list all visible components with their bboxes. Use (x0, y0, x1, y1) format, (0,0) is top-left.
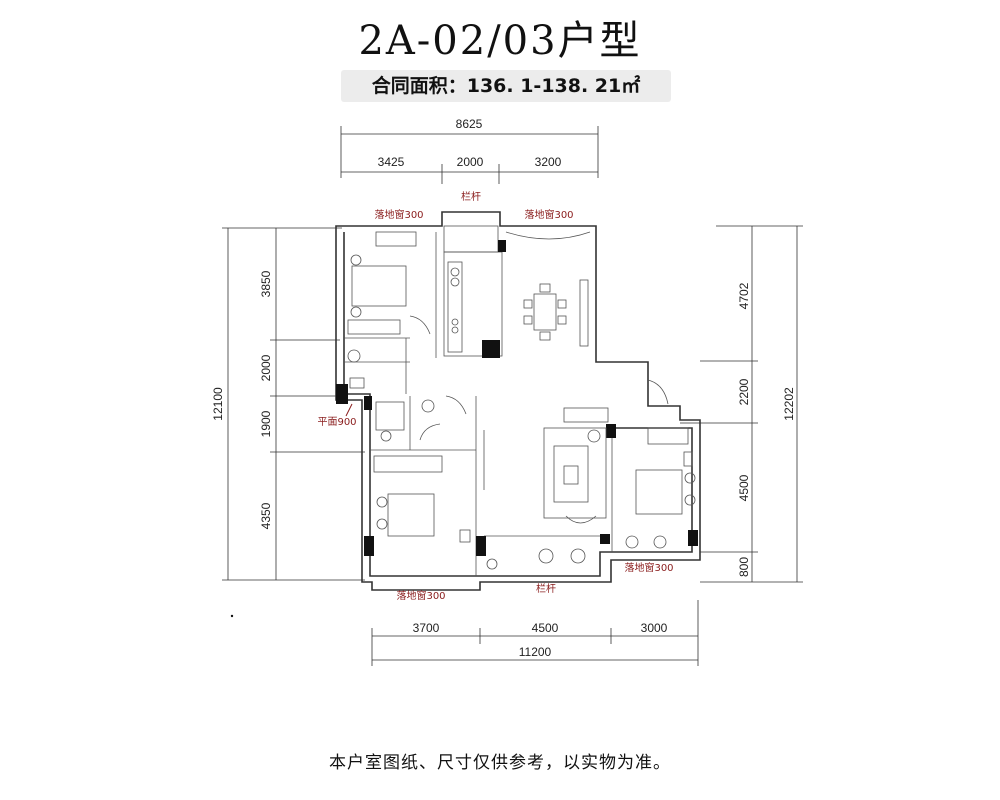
label-railing-top: 栏杆 (461, 190, 481, 203)
top-dimensions (340, 126, 599, 184)
dim-top-total: 8625 (456, 117, 483, 131)
plan-title: 2A-02/03户型 (358, 18, 642, 64)
stray-dot (230, 614, 234, 618)
dim-bottom-seg-1: 3700 (413, 621, 440, 635)
dim-right-total: 12202 (782, 387, 796, 421)
flat-window-leader (345, 403, 353, 417)
dim-right-seg-4: 800 (737, 557, 751, 577)
dim-right-seg-3: 4500 (737, 474, 751, 501)
dim-left-seg-2: 2000 (259, 354, 273, 381)
bottom-dimensions (371, 600, 699, 666)
label-window-top-right: 落地窗300 (524, 208, 573, 221)
disclaimer: 本户室图纸、尺寸仅供参考，以实物为准。 (329, 753, 671, 773)
dim-left-total: 12100 (211, 387, 225, 421)
right-dimensions (680, 225, 803, 583)
dim-left-seg-3: 1900 (259, 410, 273, 437)
dim-bottom-seg-3: 3000 (641, 621, 668, 635)
interior-walls (344, 225, 613, 576)
left-dimensions (222, 227, 365, 581)
dim-bottom-seg-2: 4500 (532, 621, 559, 635)
dim-top-seg-1: 3425 (378, 155, 405, 169)
dim-left-seg-4: 4350 (259, 502, 273, 529)
structural-columns (336, 240, 698, 556)
label-window-top-left: 落地窗300 (374, 208, 423, 221)
dim-left-seg-1: 3850 (259, 270, 273, 297)
dim-right-seg-2: 2200 (737, 378, 751, 405)
dim-right-seg-1: 4702 (737, 282, 751, 309)
dim-top-seg-3: 3200 (535, 155, 562, 169)
label-railing-bottom: 栏杆 (536, 582, 556, 595)
dim-bottom-total: 11200 (519, 645, 552, 659)
dim-top-seg-2: 2000 (457, 155, 484, 169)
furniture (347, 231, 696, 570)
label-window-bottom-left: 落地窗300 (396, 589, 445, 602)
outer-walls (335, 211, 701, 591)
label-flat-window: 平面900 (317, 417, 356, 428)
label-window-bottom-right: 落地窗300 (624, 561, 673, 574)
contract-area: 合同面积：136. 1-138. 21㎡ (341, 70, 671, 102)
